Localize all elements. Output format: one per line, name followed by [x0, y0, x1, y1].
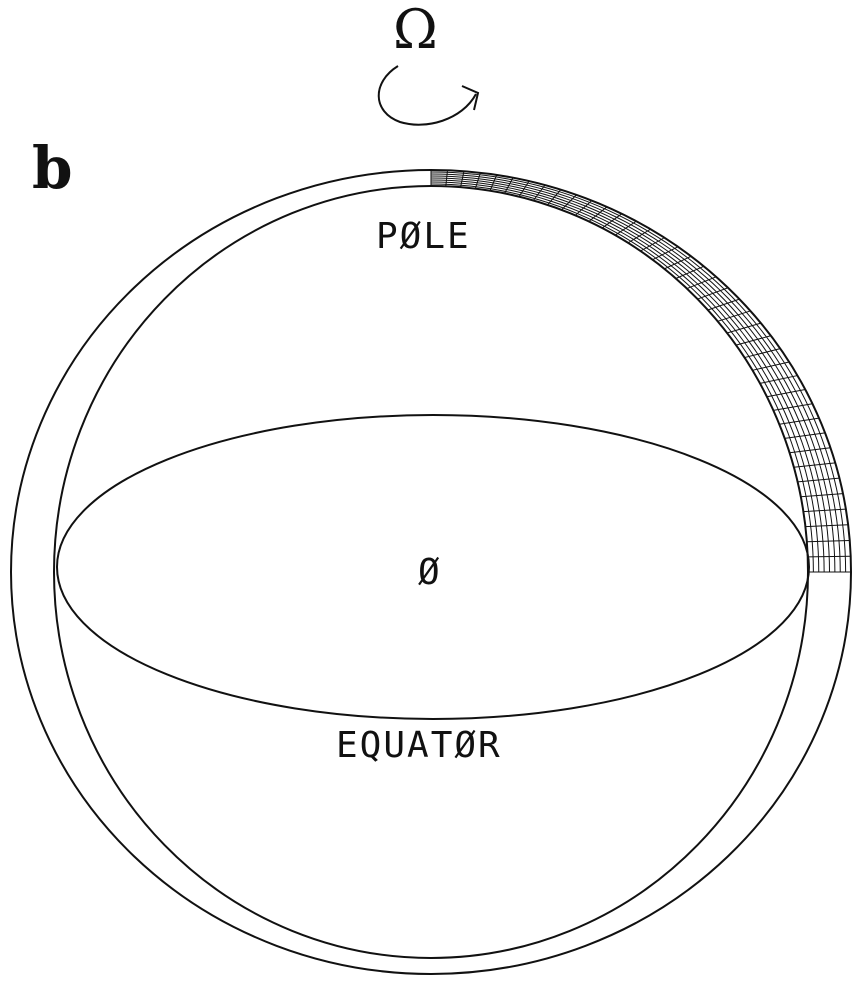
grid-spoke [789, 447, 831, 454]
rotation-symbol: Ω [393, 0, 438, 61]
grid-spoke [489, 174, 498, 191]
grid-spoke [806, 539, 850, 543]
grid-spoke [784, 432, 826, 439]
grid-spoke [717, 310, 751, 322]
grid-spoke [574, 200, 593, 216]
grid-spoke [614, 220, 637, 236]
grid-spoke [601, 213, 622, 229]
grid-spoke [773, 403, 813, 411]
grid-spoke [627, 228, 651, 244]
grid-spoke [752, 361, 790, 371]
grid-spoke [735, 335, 771, 346]
grid-spoke [803, 508, 846, 513]
equator-label: EQUATØR [336, 725, 502, 766]
grid-spoke [518, 180, 530, 197]
grid-spoke [779, 417, 820, 425]
grid-spoke [532, 184, 546, 201]
grid-spoke [460, 171, 465, 188]
equator-ellipse [56, 414, 810, 720]
grid-spoke [504, 177, 514, 194]
grid-spoke [805, 524, 849, 528]
grid-arc [430, 185, 809, 573]
center-label: Ø [418, 552, 442, 593]
grid-spoke [697, 287, 729, 300]
outer-sphere-outline [10, 169, 852, 975]
grid-spoke [707, 298, 740, 311]
grid-spoke [797, 477, 840, 483]
grid-spoke [726, 322, 761, 334]
grid-spoke [664, 255, 692, 270]
shell-grid [430, 169, 852, 573]
pole-label: PØLE [376, 216, 471, 257]
grid-spoke [793, 462, 836, 468]
grid-spoke [800, 493, 843, 498]
grid-spoke [686, 276, 717, 290]
panel-label: b [32, 134, 73, 202]
grid-spoke [652, 246, 679, 261]
curved-arrow-icon [377, 65, 480, 126]
grid-spoke [445, 170, 448, 187]
grid-spoke [561, 194, 577, 211]
grid-spoke [766, 389, 806, 398]
grid-spoke [807, 555, 851, 558]
grid-spoke [744, 348, 781, 359]
grid-spoke [474, 172, 481, 189]
grid-spoke [675, 265, 704, 279]
grid-spoke [588, 206, 608, 222]
grid-spoke [547, 189, 562, 206]
grid-spoke [640, 237, 665, 252]
grid-spoke [759, 375, 798, 384]
